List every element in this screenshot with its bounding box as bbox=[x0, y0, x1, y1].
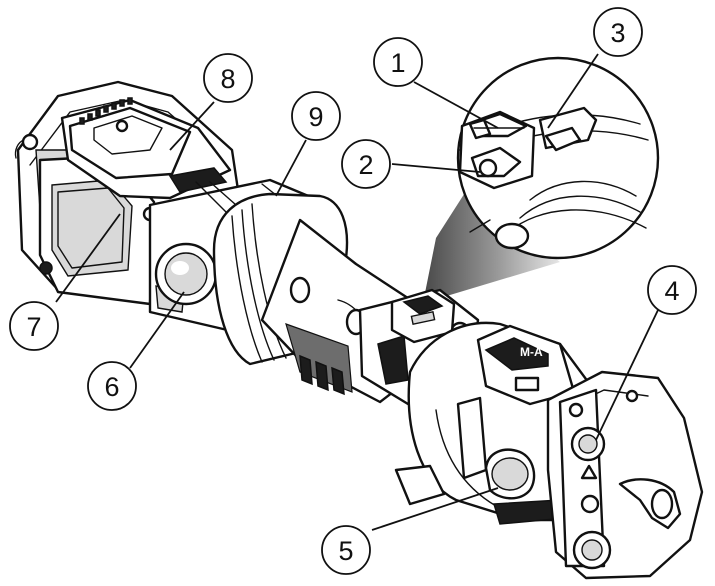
callout-3-label: 3 bbox=[610, 18, 625, 48]
grip-ribs bbox=[299, 354, 345, 396]
callout-4: 4 bbox=[647, 265, 697, 315]
zoom-detail bbox=[456, 56, 660, 260]
callout-2-label: 2 bbox=[358, 150, 373, 180]
zoom-beam bbox=[424, 188, 560, 298]
callout-8-label: 8 bbox=[220, 64, 235, 94]
charge-indicator-lid bbox=[60, 97, 232, 200]
callout-1: 1 bbox=[373, 37, 423, 87]
callout-7-label: 7 bbox=[26, 312, 41, 342]
callout-9-label: 9 bbox=[308, 102, 323, 132]
callout-9: 9 bbox=[291, 91, 341, 141]
callout-7: 7 bbox=[9, 301, 59, 351]
callout-5: 5 bbox=[321, 525, 371, 575]
plate-text: M-A bbox=[520, 345, 543, 359]
callout-6: 6 bbox=[87, 361, 137, 411]
leader-lines bbox=[55, 53, 659, 531]
label-plate bbox=[514, 376, 540, 392]
callout-8: 8 bbox=[203, 53, 253, 103]
callout-6-label: 6 bbox=[104, 372, 119, 402]
zoom-detail-content bbox=[458, 106, 649, 250]
callout-3: 3 bbox=[593, 7, 643, 57]
callout-2: 2 bbox=[341, 139, 391, 189]
callout-1-label: 1 bbox=[390, 48, 405, 78]
battery-release-button bbox=[154, 242, 218, 306]
retraction-button bbox=[484, 448, 536, 500]
jaw-insert bbox=[546, 370, 704, 580]
callout-4-label: 4 bbox=[664, 276, 679, 306]
operating-button-block bbox=[390, 288, 456, 344]
charge-led-row bbox=[79, 97, 133, 125]
callout-5-label: 5 bbox=[338, 536, 353, 566]
